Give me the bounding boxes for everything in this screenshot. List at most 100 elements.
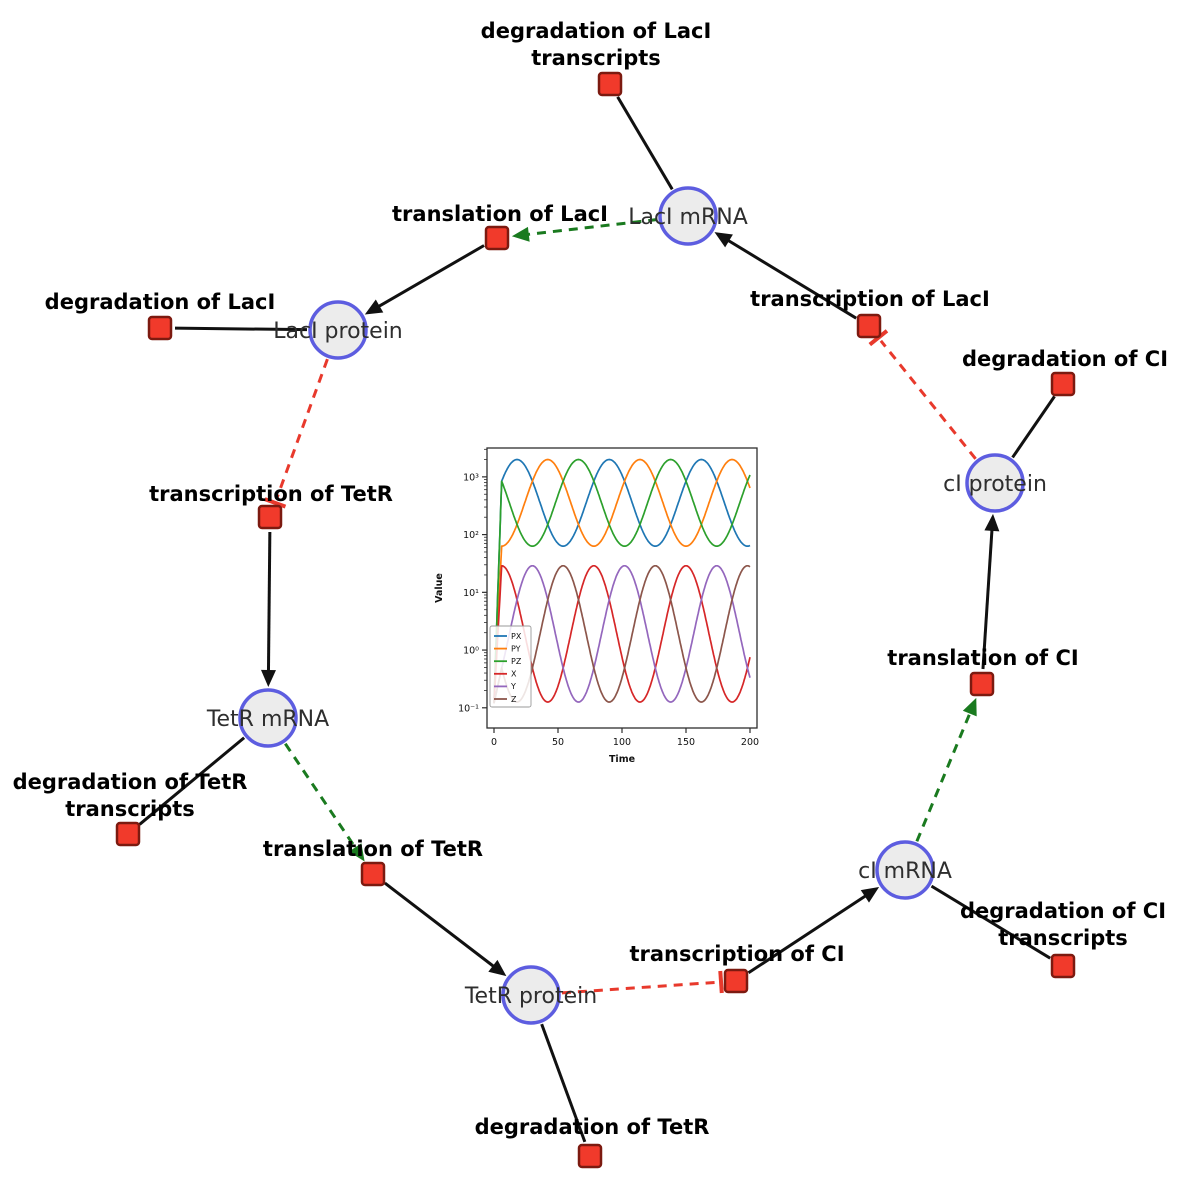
series-PY-line xyxy=(493,458,751,704)
legend-label-Z: Z xyxy=(511,695,517,704)
species-label-tetr-protein: TetR protein xyxy=(464,984,597,1009)
reaction-label-transcription-laci: transcription of LacI xyxy=(750,287,990,311)
edge-ci-protein-to-degradation-ci xyxy=(1011,395,1056,459)
production-edge-line xyxy=(383,881,497,970)
production-edge-line xyxy=(266,531,272,675)
inhibition-tbar xyxy=(718,970,724,994)
chart-x-axis-label: Time xyxy=(609,754,635,765)
edge-laci-protein-to-transcription-tetr xyxy=(264,358,329,509)
x-tick-label: 100 xyxy=(613,737,631,748)
edge-tetr-mrna-to-deg-tetr-transcripts xyxy=(138,736,246,826)
inhibition-edge-line xyxy=(561,980,718,995)
consumption-edge-line xyxy=(174,326,308,332)
edge-ci-mrna-to-deg-ci-transcripts xyxy=(930,884,1051,960)
reaction-node-transcription-laci xyxy=(856,313,882,339)
reaction-node-degradation-laci xyxy=(147,315,173,341)
legend-label-PX: PX xyxy=(511,632,522,641)
arrowhead xyxy=(511,226,530,242)
edge-tetr-protein-to-degradation-tetr xyxy=(540,1023,587,1143)
series-Z-line xyxy=(493,564,751,704)
inhibition-edge-line xyxy=(275,358,329,500)
modifier-edge-line xyxy=(915,709,973,842)
modifier-edge-line xyxy=(524,218,658,237)
species-node-laci-protein xyxy=(308,300,368,360)
modifier-edge-line xyxy=(284,742,359,852)
production-edge-line xyxy=(981,526,994,670)
y-tick-label: 10² xyxy=(463,530,479,541)
arrowhead xyxy=(488,959,507,977)
series-X-line xyxy=(493,564,751,704)
reaction-node-translation-laci xyxy=(484,225,510,251)
arrowhead xyxy=(260,669,276,688)
consumption-edge-line xyxy=(930,884,1051,960)
species-label-tetr-mrna: TetR mRNA xyxy=(206,707,329,732)
x-tick-label: 0 xyxy=(491,737,497,748)
chart-y-axis-label: Value xyxy=(434,573,445,603)
legend-label-Y: Y xyxy=(510,682,516,691)
y-tick-label: 10⁻¹ xyxy=(458,703,479,714)
reaction-label-translation-laci: translation of LacI xyxy=(392,202,608,226)
species-node-tetr-mrna xyxy=(238,688,298,748)
species-label-laci-mrna: LacI mRNA xyxy=(628,205,748,230)
reaction-node-translation-tetr xyxy=(360,861,386,887)
edge-tetr-mrna-to-translation-tetr xyxy=(284,742,365,862)
series-Y-line xyxy=(493,564,751,704)
species-label-ci-protein: cI protein xyxy=(943,472,1047,497)
edge-transcription-ci-to-ci-mrna xyxy=(747,887,880,975)
reaction-label-translation-ci: translation of CI xyxy=(887,646,1078,670)
production-edge-line xyxy=(747,892,870,975)
arrowhead xyxy=(348,843,365,862)
y-tick-label: 10¹ xyxy=(463,588,479,599)
series-PX-line xyxy=(493,458,751,704)
reaction-node-degradation-ci xyxy=(1050,371,1076,397)
arrowhead xyxy=(714,232,733,248)
reaction-label-translation-tetr: translation of TetR xyxy=(263,837,483,861)
legend-label-X: X xyxy=(511,670,517,679)
arrowhead xyxy=(364,299,384,315)
reaction-node-transcription-ci xyxy=(723,968,749,994)
x-tick-label: 50 xyxy=(552,737,564,748)
edge-translation-laci-to-laci-protein xyxy=(364,244,485,315)
edge-ci-mrna-to-translation-ci xyxy=(915,697,977,842)
species-node-ci-mrna xyxy=(875,840,935,900)
reaction-label-degradation-laci: degradation of LacI xyxy=(45,290,276,314)
reaction-node-degradation-tetr xyxy=(577,1143,603,1169)
legend-label-PZ: PZ xyxy=(511,657,522,666)
edge-ci-protein-to-transcription-laci xyxy=(868,329,977,460)
y-tick-label: 10³ xyxy=(463,472,479,483)
edge-laci-mrna-to-translation-laci xyxy=(511,218,658,242)
node-layer xyxy=(115,71,1076,1169)
species-node-tetr-protein xyxy=(501,965,561,1025)
edge-transcription-laci-to-laci-mrna xyxy=(714,232,857,320)
inhibition-tbar xyxy=(264,497,287,509)
x-tick-label: 200 xyxy=(741,737,759,748)
species-label-ci-mrna: cI mRNA xyxy=(858,859,952,884)
production-edge-line xyxy=(724,237,857,320)
y-tick-label: 10⁰ xyxy=(463,646,479,657)
arrowhead xyxy=(962,697,977,717)
x-tick-label: 150 xyxy=(677,737,695,748)
consumption-edge-line xyxy=(138,736,246,826)
arrowhead xyxy=(984,513,1000,532)
species-node-laci-mrna xyxy=(658,186,718,246)
reaction-label-transcription-ci: transcription of CI xyxy=(629,942,844,966)
edge-translation-tetr-to-tetr-protein xyxy=(383,881,507,977)
reaction-node-transcription-tetr xyxy=(257,504,283,530)
production-edge-line xyxy=(375,244,485,310)
arrowhead xyxy=(860,887,880,903)
reaction-label-degradation-ci: degradation of CI xyxy=(962,347,1168,371)
legend-label-PY: PY xyxy=(511,644,521,653)
reaction-label-transcription-tetr: transcription of TetR xyxy=(149,482,393,506)
consumption-edge-line xyxy=(616,96,674,191)
reaction-node-deg-tetr-transcripts xyxy=(115,821,141,847)
species-node-ci-protein xyxy=(965,453,1025,513)
reaction-label-degradation-tetr: degradation of TetR xyxy=(475,1115,710,1139)
chart-curves xyxy=(493,458,751,704)
series-PZ-line xyxy=(493,458,751,704)
edge-layer xyxy=(138,96,1056,1143)
